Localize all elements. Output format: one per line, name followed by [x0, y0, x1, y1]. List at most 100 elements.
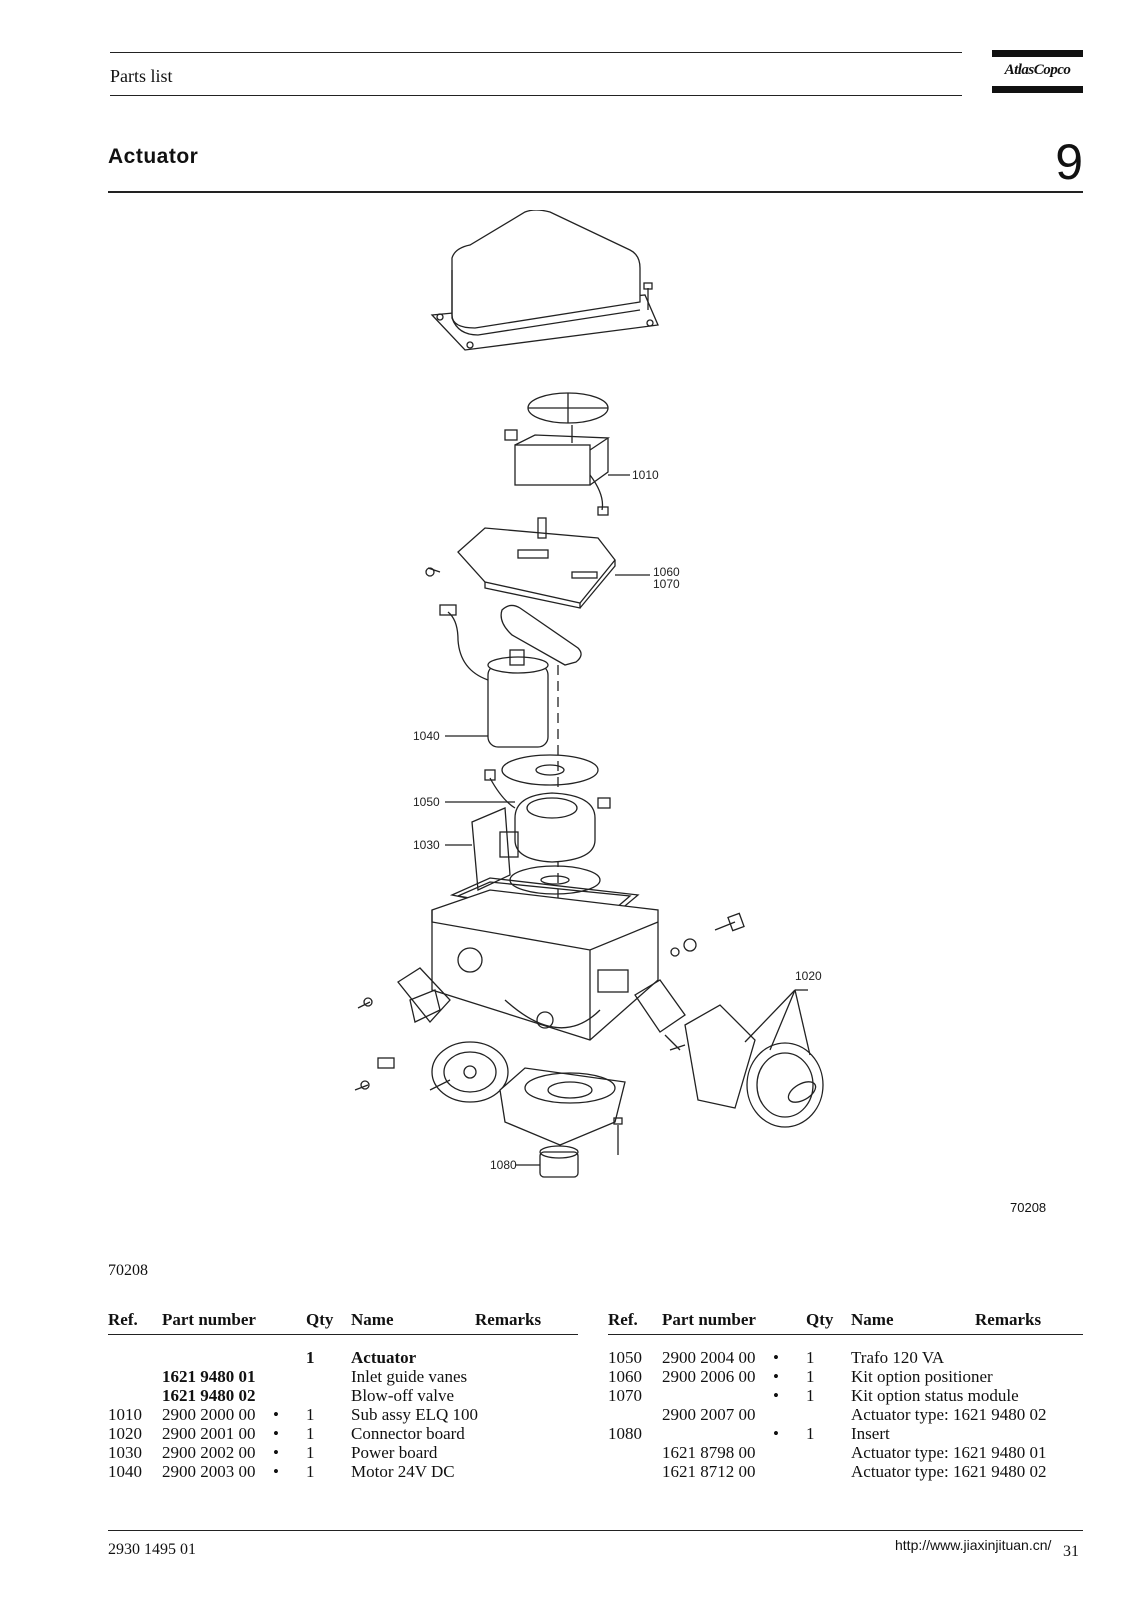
header-section: Parts list [110, 66, 173, 86]
title-rule [108, 191, 1083, 193]
cell-spare-dot: • [773, 1348, 779, 1367]
col-remarks: Remarks [475, 1310, 542, 1329]
cell-part-number: 2900 2003 00 [162, 1462, 256, 1481]
page-number: 31 [1063, 1543, 1079, 1560]
washer-disc-lower [509, 865, 601, 895]
header-rule-top [110, 52, 962, 53]
page-title: Actuator [108, 145, 199, 168]
col-ref: Ref. [608, 1310, 638, 1329]
power-board [457, 517, 616, 609]
cell-name: Actuator type: 1621 9480 02 [851, 1462, 1047, 1481]
cell-name: Blow-off valve [351, 1386, 455, 1405]
brand-logo-text: AtlasCopco [1004, 62, 1071, 78]
callout-1010: 1010 [632, 468, 659, 482]
cell-qty: 1 [306, 1443, 315, 1462]
bolt-right [670, 912, 745, 957]
cell-ref: 1030 [108, 1443, 142, 1462]
table-row: 1621 9480 01 Inlet guide vanes [108, 1367, 578, 1386]
insert-gear [539, 1145, 579, 1178]
cell-part-number: 1621 8798 00 [662, 1443, 756, 1462]
callout-1070: 1070 [653, 577, 680, 591]
sub-assy-elq [504, 425, 611, 516]
cell-part-number: 1621 8712 00 [662, 1462, 756, 1481]
cell-spare-dot: • [773, 1386, 779, 1405]
cell-qty: 1 [806, 1424, 815, 1443]
base-flange [499, 1067, 626, 1146]
handwheel [429, 1041, 509, 1103]
col-ref: Ref. [108, 1310, 138, 1329]
chapter-number: 9 [1055, 134, 1083, 190]
cell-ref: 1070 [608, 1386, 642, 1405]
col-part: Part number [162, 1310, 256, 1329]
callout-1060: 1060 [653, 565, 680, 579]
cell-qty: 1 [306, 1348, 315, 1367]
table-header-left: Ref. Part number Qty Name Remarks [108, 1310, 578, 1335]
table-row: 1621 8798 00 Actuator type: 1621 9480 01 [608, 1443, 1083, 1462]
col-remarks: Remarks [975, 1310, 1042, 1329]
callout-1080: 1080 [490, 1158, 517, 1172]
cell-name: Actuator type: 1621 9480 01 [851, 1443, 1047, 1462]
figure-code: 70208 [1010, 1200, 1047, 1215]
cell-spare-dot: • [273, 1424, 279, 1443]
callout-1020: 1020 [795, 969, 822, 983]
cell-ref: 1020 [108, 1424, 142, 1443]
col-name: Name [851, 1310, 894, 1329]
cell-qty: 1 [306, 1462, 315, 1481]
cell-part-number: 2900 2007 00 [662, 1405, 756, 1424]
washer-disc-upper [501, 754, 599, 786]
cell-spare-dot: • [273, 1405, 279, 1424]
motor [439, 604, 549, 748]
cell-ref: 1060 [608, 1367, 642, 1386]
cell-spare-dot: • [273, 1462, 279, 1481]
table-header-right: Ref. Part number Qty Name Remarks [608, 1310, 1083, 1335]
cell-name: Inlet guide vanes [351, 1367, 468, 1386]
callout-1050: 1050 [413, 795, 440, 809]
cell-name: Motor 24V DC [351, 1462, 455, 1481]
footer-url[interactable]: http://www.jiaxinjituan.cn/ [895, 1537, 1052, 1553]
side-cover-left [397, 967, 451, 1024]
cell-part-number: 1621 9480 02 [162, 1386, 256, 1405]
side-cover-right [684, 1004, 824, 1128]
cell-name: Kit option status module [851, 1386, 1019, 1405]
cell-name: Actuator [351, 1348, 417, 1367]
table-row: 1 Actuator [108, 1348, 578, 1367]
col-qty: Qty [306, 1310, 334, 1329]
cell-spare-dot: • [273, 1443, 279, 1462]
cell-qty: 1 [306, 1424, 315, 1443]
col-name: Name [351, 1310, 394, 1329]
drive-belt [500, 604, 582, 666]
col-part: Part number [662, 1310, 756, 1329]
cell-name: Kit option positioner [851, 1367, 993, 1386]
cell-part-number: 2900 2000 00 [162, 1405, 256, 1424]
table-row: 1040 2900 2003 00 • 1 Motor 24V DC [108, 1462, 578, 1481]
cell-qty: 1 [806, 1367, 815, 1386]
table-row: 1621 9480 02 Blow-off valve [108, 1386, 578, 1405]
brand-logo: AtlasCopco [992, 50, 1083, 94]
cell-name: Actuator type: 1621 9480 02 [851, 1405, 1047, 1424]
screw-cover [643, 282, 653, 310]
callout-1030: 1030 [413, 838, 440, 852]
cell-part-number: 2900 2002 00 [162, 1443, 256, 1462]
flat-cable [634, 979, 686, 1033]
figure-caption: 70208 [108, 1262, 148, 1279]
cell-part-number: 1621 9480 01 [162, 1367, 256, 1386]
cell-part-number: 2900 2001 00 [162, 1424, 256, 1443]
cell-ref: 1040 [108, 1462, 142, 1481]
cell-ref: 1010 [108, 1405, 142, 1424]
connector-board-vertical [471, 807, 519, 891]
cell-name: Power board [351, 1443, 438, 1462]
cell-qty: 1 [306, 1405, 315, 1424]
cell-name: Insert [851, 1424, 890, 1443]
housing [431, 889, 659, 1041]
exploded-view-drawing: 1010 1060 1070 1040 1050 1030 1020 1080 [354, 210, 824, 1178]
footer-rule [108, 1530, 1083, 1531]
cell-part-number: 2900 2004 00 [662, 1348, 756, 1367]
table-row: 2900 2007 00 Actuator type: 1621 9480 02 [608, 1405, 1083, 1424]
cell-ref: 1050 [608, 1348, 642, 1367]
cell-name: Trafo 120 VA [851, 1348, 945, 1367]
